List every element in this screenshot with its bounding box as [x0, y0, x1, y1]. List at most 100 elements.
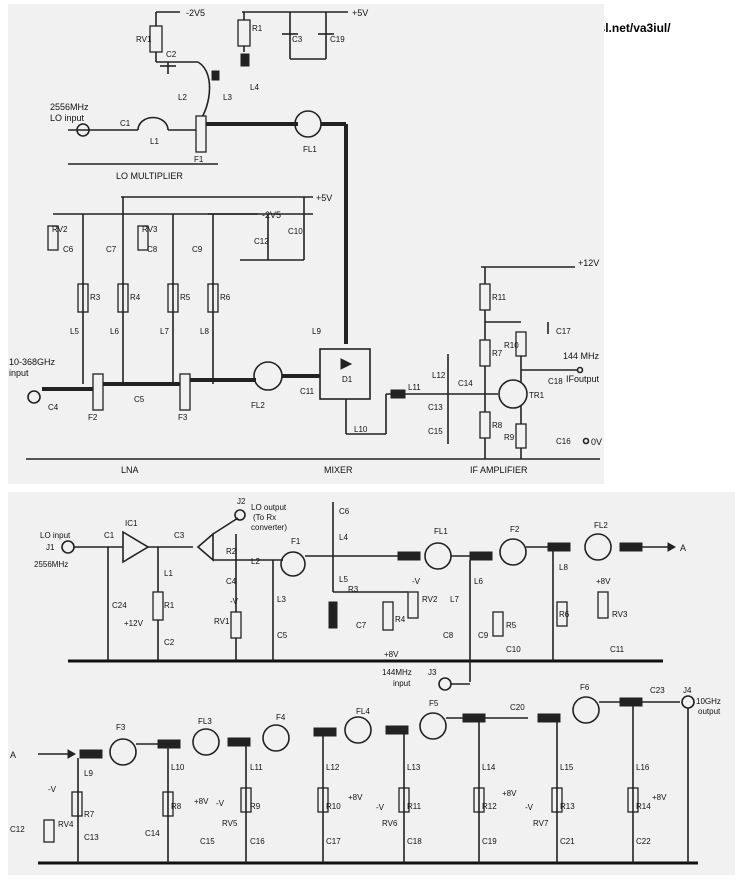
f2-line-block	[547, 542, 571, 552]
rv2	[407, 591, 419, 619]
label-c6: C6	[63, 245, 74, 254]
label-c15: C15	[428, 427, 443, 436]
label-c19: C19	[482, 837, 497, 846]
j3-connector	[438, 677, 452, 691]
label-r11: R11	[492, 293, 507, 302]
label-10ghz: 10GHz	[696, 697, 721, 706]
label-c13: C13	[428, 403, 443, 412]
arrow-a-out	[667, 542, 677, 552]
supply-neg-v-1: -V	[230, 597, 239, 606]
label-fl1: FL1	[303, 145, 317, 154]
l1-coil	[137, 116, 169, 131]
l4-block	[240, 53, 250, 67]
label-rv5: RV5	[222, 819, 238, 828]
label-r6: R6	[220, 293, 231, 302]
fl3-filter	[192, 728, 220, 756]
l2-coil	[197, 61, 211, 123]
label-c3: C3	[292, 35, 303, 44]
label-l12: L12	[326, 763, 340, 772]
label-fl4: FL4	[356, 707, 370, 716]
label-j1: J1	[46, 543, 55, 552]
label-r11: R11	[407, 802, 422, 811]
supply-8v-2: +8V	[596, 577, 611, 586]
rv1	[230, 611, 242, 639]
label-l16: L16	[636, 763, 650, 772]
label-f1: F1	[291, 537, 301, 546]
label-c7: C7	[356, 621, 367, 630]
label-c18: C18	[548, 377, 563, 386]
fl4-filter	[344, 716, 372, 744]
label-c20: C20	[510, 703, 525, 712]
j2-connector	[234, 509, 246, 521]
label-rv7: RV7	[533, 819, 549, 828]
label-c14: C14	[458, 379, 473, 388]
label-l11: L11	[408, 383, 421, 392]
top-schematic: -2V5 +5V +5V -2V5 +12V 2556MHz LO input …	[8, 4, 604, 484]
zero-v-label: 0V	[591, 437, 602, 447]
label-l10: L10	[354, 425, 368, 434]
label-l4: L4	[339, 533, 348, 542]
fl1-filter	[294, 110, 322, 138]
l3-block	[211, 70, 220, 81]
label-fl1: FL1	[434, 527, 448, 536]
supply-5v-top: +5V	[352, 8, 368, 18]
label-c16: C16	[250, 837, 265, 846]
label-l10: L10	[171, 763, 185, 772]
label-r10: R10	[504, 341, 519, 350]
label-l14: L14	[482, 763, 496, 772]
label-j4: J4	[683, 686, 692, 695]
label-l11: L11	[250, 763, 263, 772]
label-c21: C21	[560, 837, 575, 846]
label-c1: C1	[120, 119, 131, 128]
f3-transistor	[109, 738, 137, 766]
label-f2: F2	[88, 413, 98, 422]
r1	[152, 591, 164, 621]
tr1-transistor	[498, 379, 528, 409]
label-output: output	[698, 707, 721, 716]
label-l3: L3	[223, 93, 232, 102]
l5-block	[328, 601, 338, 629]
label-r9: R9	[504, 433, 515, 442]
label-r3: R3	[348, 585, 359, 594]
label-c13: C13	[84, 833, 99, 842]
label-rv1: RV1	[214, 617, 230, 626]
label-j3: J3	[428, 668, 437, 677]
label-r8: R8	[171, 802, 182, 811]
label-c4: C4	[226, 577, 237, 586]
fl1-filter	[424, 542, 452, 570]
rv2	[47, 225, 59, 251]
label-r13: R13	[560, 802, 575, 811]
label-fl2: FL2	[594, 521, 608, 530]
label-f1: F1	[194, 155, 204, 164]
label-lo-output: LO output	[251, 503, 287, 512]
label-l8: L8	[200, 327, 209, 336]
section-mixer: MIXER	[324, 465, 353, 475]
supply-neg-v-4: -V	[216, 799, 225, 808]
label-lo-freq: 2556MHz	[34, 560, 68, 569]
f6-line-block	[619, 697, 643, 707]
label-f6: F6	[580, 683, 590, 692]
section-lo-multiplier: LO MULTIPLIER	[116, 171, 183, 181]
fl4-line-block	[385, 725, 409, 735]
l11-block	[390, 389, 406, 399]
label-c19: C19	[330, 35, 345, 44]
label-converter: converter)	[251, 523, 287, 532]
label-r2: R2	[226, 547, 237, 556]
label-c10: C10	[288, 227, 303, 236]
label-l1: L1	[150, 137, 159, 146]
splitter	[196, 532, 214, 562]
label-r12: R12	[482, 802, 497, 811]
if-output-label: IFoutput	[566, 374, 600, 384]
label-rv6: RV6	[382, 819, 398, 828]
supply-8v-6: +8V	[652, 793, 667, 802]
f1-transistor	[280, 551, 306, 577]
r5	[492, 611, 504, 637]
label-c2: C2	[166, 50, 177, 59]
supply-neg-v-2: -V	[412, 577, 421, 586]
label-r3: R3	[90, 293, 101, 302]
label-rv4: RV4	[58, 820, 74, 829]
label-r4: R4	[395, 615, 406, 624]
supply-5v-lna: +5V	[316, 193, 332, 203]
r8	[479, 411, 491, 439]
label-a-in: A	[10, 750, 16, 760]
